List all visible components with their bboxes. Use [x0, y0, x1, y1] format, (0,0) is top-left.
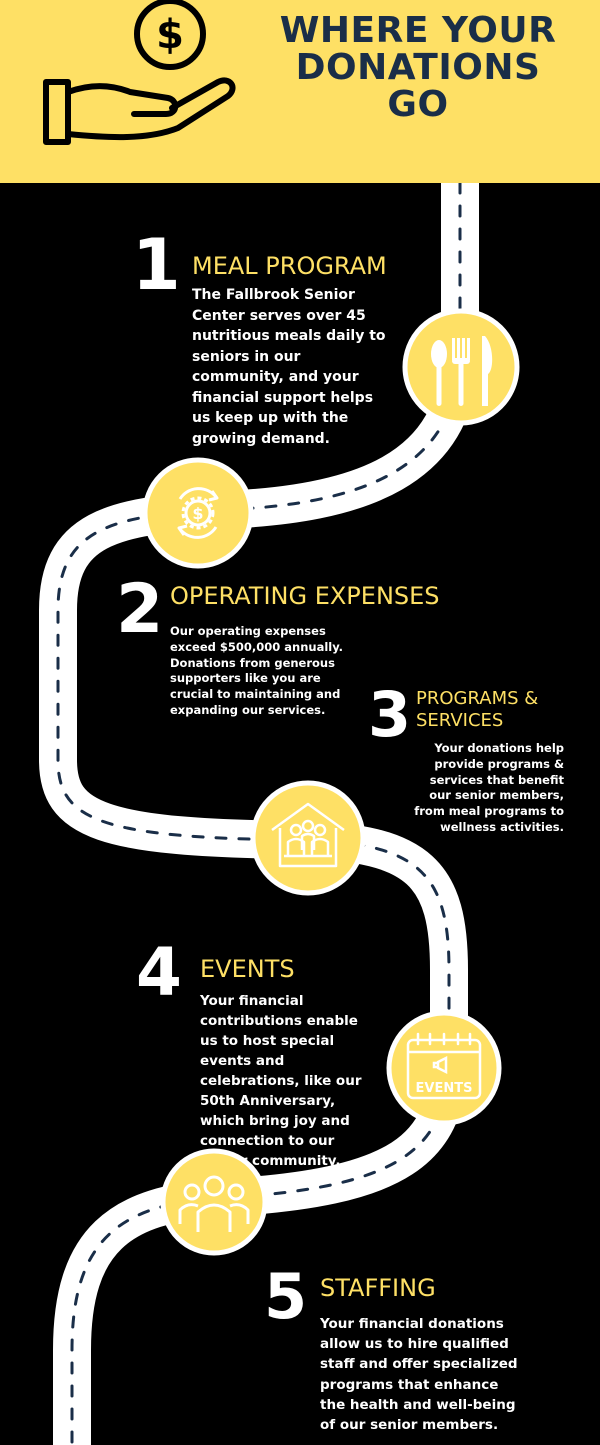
section-3-heading: PROGRAMS & SERVICES	[416, 688, 538, 732]
section-4-number: 4	[136, 934, 182, 1011]
section-1-number: 1	[132, 224, 181, 306]
section-1-body: The Fallbrook Senior Center serves over …	[192, 287, 386, 447]
section-2-body: Our operating expenses exceed $500,000 a…	[170, 624, 344, 717]
title-line-3: GO	[387, 84, 449, 125]
section-1-heading: MEAL PROGRAM	[192, 252, 387, 280]
section-4-heading: EVENTS	[200, 955, 295, 983]
section-5-heading: STAFFING	[320, 1274, 436, 1302]
money-cycle-badge: $	[142, 457, 254, 569]
community-house-icon	[271, 802, 345, 868]
events-calendar-badge: EVENTS	[386, 1010, 502, 1126]
money-hand-icon: $	[43, 0, 236, 145]
section-2-heading: OPERATING EXPENSES	[170, 582, 440, 610]
staff-group-badge	[160, 1148, 268, 1256]
section-2-number: 2	[116, 570, 164, 649]
header-banner	[0, 0, 600, 183]
section-3-heading-line-1: PROGRAMS &	[416, 688, 539, 709]
utensils-badge	[402, 308, 520, 426]
svg-text:$: $	[192, 504, 203, 523]
page-title: WHERE YOUR DONATIONS GO	[268, 12, 568, 123]
section-4-body: Your financial contributions enable us t…	[200, 993, 362, 1169]
events-calendar-icon	[406, 1032, 482, 1100]
svg-text:$: $	[156, 12, 184, 58]
events-badge-label: EVENTS	[416, 1081, 473, 1096]
section-3-heading-line-2: SERVICES	[416, 710, 504, 731]
money-cycle-icon	[177, 487, 219, 539]
community-house-badge	[250, 780, 366, 896]
section-5-number: 5	[264, 1260, 308, 1333]
title-line-2: DONATIONS	[295, 47, 541, 88]
section-3-number: 3	[368, 678, 412, 751]
staff-group-icon	[178, 1175, 250, 1232]
section-5-body: Your financial donations allow us to hir…	[320, 1316, 518, 1434]
section-3-body: Your donations help provide programs & s…	[414, 741, 564, 834]
title-line-1: WHERE YOUR	[279, 10, 557, 51]
utensils-icon	[431, 336, 493, 406]
